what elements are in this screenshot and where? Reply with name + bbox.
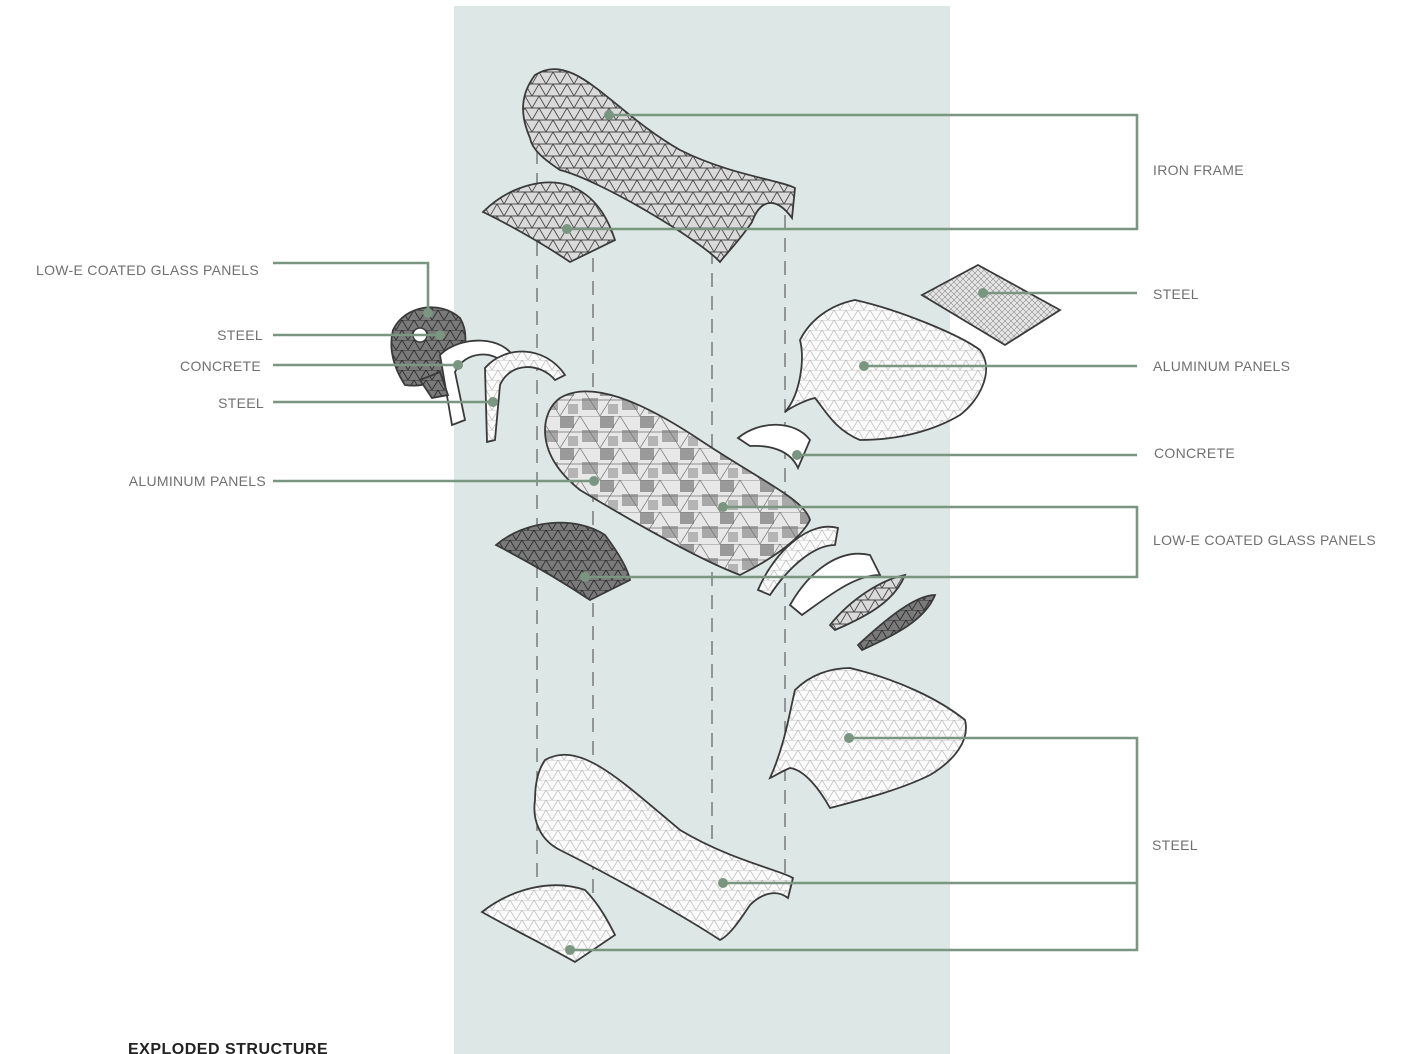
diagram-caption: EXPLODED STRUCTURE (128, 1041, 328, 1054)
label-right-concrete: CONCRETE (1154, 445, 1235, 461)
label-right-steel-bottom: STEEL (1152, 837, 1198, 853)
labels-right: IRON FRAME STEEL ALUMINUM PANELS CONCRET… (1152, 162, 1376, 853)
label-left-aluminum: ALUMINUM PANELS (129, 473, 266, 489)
label-right-iron-frame: IRON FRAME (1153, 162, 1244, 178)
label-left-low-e-glass: LOW-E COATED GLASS PANELS (36, 262, 259, 278)
label-left-steel-1: STEEL (217, 327, 263, 343)
label-left-concrete: CONCRETE (180, 358, 261, 374)
label-left-steel-2: STEEL (218, 395, 264, 411)
label-right-low-e-glass: LOW-E COATED GLASS PANELS (1153, 532, 1376, 548)
labels-left: LOW-E COATED GLASS PANELS STEEL CONCRETE… (36, 262, 266, 489)
label-right-aluminum: ALUMINUM PANELS (1153, 358, 1290, 374)
label-right-steel-top: STEEL (1153, 286, 1199, 302)
